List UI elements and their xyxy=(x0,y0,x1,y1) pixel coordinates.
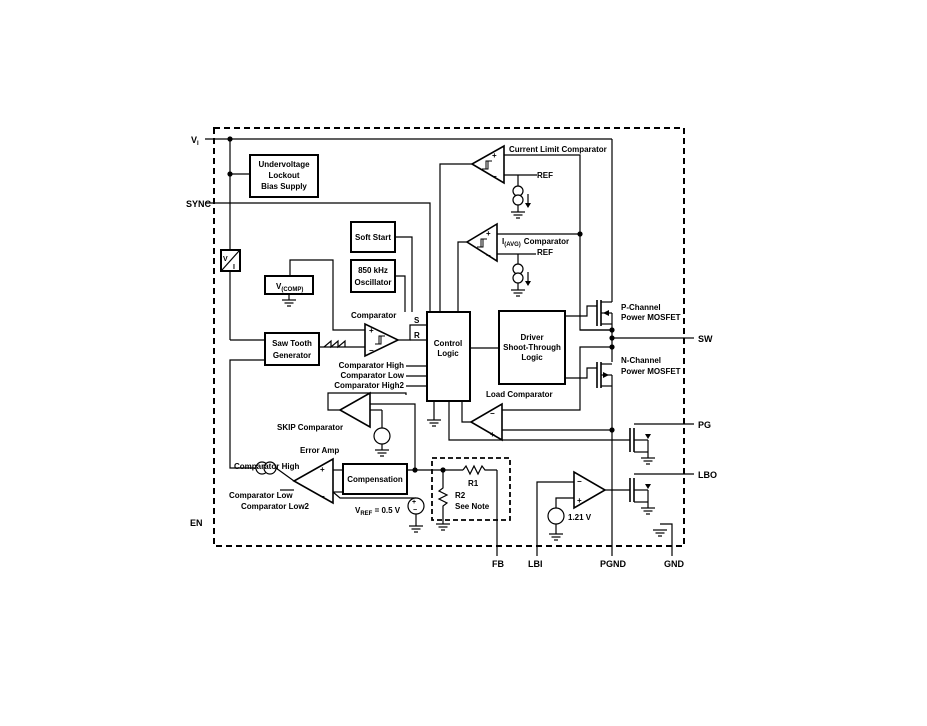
ref1-label: REF xyxy=(537,171,553,180)
ref2-label: REF xyxy=(537,248,553,257)
vref-label: VREF = 0.5 V xyxy=(355,506,401,517)
comparator-inputs xyxy=(406,365,427,387)
pin-pgnd-label: PGND xyxy=(600,559,627,569)
error-amp-label: Error Amp xyxy=(300,446,339,455)
error-amp: + − xyxy=(292,457,334,505)
v121-label: 1.21 V xyxy=(568,513,592,522)
pin-vi-label: VI xyxy=(191,135,199,147)
r2-resistor-icon xyxy=(437,470,449,524)
svg-text:−: − xyxy=(486,251,491,260)
comparator-high-label: Comparator High xyxy=(339,361,404,370)
oscillator-block: 850 kHz Oscillator xyxy=(350,259,396,293)
pin-fb-label: FB xyxy=(492,559,504,569)
pin-pg-label: PG xyxy=(698,420,711,430)
see-note-label: See Note xyxy=(455,502,490,511)
comparator-label: Comparator xyxy=(351,311,396,320)
svg-text:Logic: Logic xyxy=(521,353,543,362)
ea-comparator-low2-label: Comparator Low2 xyxy=(241,502,310,511)
n-mosfet-label: Power MOSFET xyxy=(621,367,681,376)
svg-text:−: − xyxy=(320,492,325,501)
load-comparator-label: Load Comparator xyxy=(486,390,553,399)
svg-text:Undervoltage: Undervoltage xyxy=(258,160,310,169)
current-limit-comparator-label: Current Limit Comparator xyxy=(509,145,607,154)
comparator-low-label: Comparator Low xyxy=(340,371,404,380)
svg-text:+: + xyxy=(486,229,491,238)
pin-lbo-label: LBO xyxy=(698,470,717,480)
pg-mosfet-icon xyxy=(629,423,694,458)
uvlo-block: Undervoltage Lockout Bias Supply xyxy=(249,154,319,198)
vi-rail-wires xyxy=(205,138,613,341)
pin-sw-label: SW xyxy=(698,334,713,344)
vcomp-block: V(COMP) xyxy=(264,275,314,295)
svg-text:Driver: Driver xyxy=(520,333,543,342)
svg-text:−: − xyxy=(492,172,497,181)
svg-text:+: + xyxy=(492,151,497,160)
svg-text:+: + xyxy=(369,326,374,335)
current-limit-comparator: + − xyxy=(470,144,505,185)
pin-gnd-label: GND xyxy=(664,559,685,569)
n-channel-mosfet-icon xyxy=(596,362,613,388)
svg-text:Logic: Logic xyxy=(437,349,459,358)
control-logic-block: Control Logic xyxy=(426,311,471,402)
lbo-mosfet-icon xyxy=(629,473,694,508)
svg-text:Control: Control xyxy=(434,339,462,348)
r2-label: R2 xyxy=(455,491,466,500)
s-input-label: S xyxy=(414,316,420,325)
svg-text:−: − xyxy=(490,409,495,418)
svg-text:V: V xyxy=(223,256,228,263)
svg-text:−: − xyxy=(369,346,374,355)
vi-converter-icon: V I xyxy=(220,249,241,272)
svg-text:850 kHz: 850 kHz xyxy=(358,266,388,275)
svg-text:Oscillator: Oscillator xyxy=(355,278,392,287)
v121-source-icon xyxy=(547,507,565,525)
iavg-label: I(AVG)Comparator xyxy=(502,237,569,248)
current-source-2-icon xyxy=(512,263,524,284)
ea-comparator-low-label: Comparator Low xyxy=(229,491,293,500)
svg-text:Shoot-Through: Shoot-Through xyxy=(503,343,561,352)
skip-comparator xyxy=(338,391,371,429)
pin-lbi-label: LBI xyxy=(528,559,543,569)
pin-en-label: EN xyxy=(190,518,203,528)
svg-text:−: − xyxy=(577,477,582,486)
svg-text:Soft Start: Soft Start xyxy=(355,233,391,242)
comparator-high2-label: Comparator High2 xyxy=(334,381,404,390)
saw-tooth-block: Saw Tooth Generator xyxy=(264,332,320,366)
p-mosfet-label: Power MOSFET xyxy=(621,313,681,322)
svg-text:+: + xyxy=(320,465,325,474)
svg-text:−: − xyxy=(413,507,417,514)
svg-text:Bias Supply: Bias Supply xyxy=(261,182,307,191)
n-channel-label: N-Channel xyxy=(621,356,661,365)
p-channel-label: P-Channel xyxy=(621,303,661,312)
current-source-1-icon xyxy=(512,185,524,206)
driver-block: Driver Shoot-Through Logic xyxy=(498,310,566,385)
iavg-comparator: + − xyxy=(465,222,498,263)
svg-text:Lockout: Lockout xyxy=(268,171,299,180)
ea-comparator-high-label: Comparator High xyxy=(234,462,299,471)
skip-ref-source-icon xyxy=(373,427,391,445)
r1-resistor-icon xyxy=(462,464,497,476)
svg-text:Compensation: Compensation xyxy=(347,475,403,484)
svg-text:+: + xyxy=(490,430,495,439)
compensation-block: Compensation xyxy=(342,463,408,495)
svg-text:I: I xyxy=(233,264,235,271)
load-comparator: − + xyxy=(469,402,503,442)
chip-boundary xyxy=(213,127,685,547)
pwm-comparator: + − xyxy=(364,322,400,358)
sawtooth-waveform-icon xyxy=(323,339,346,349)
svg-text:+: + xyxy=(412,499,416,506)
skip-comparator-label: SKIP Comparator xyxy=(277,423,343,432)
svg-text:+: + xyxy=(577,496,582,505)
pin-sync-label: SYNC xyxy=(186,199,212,209)
svg-text:Generator: Generator xyxy=(273,351,311,360)
lbi-comparator: − + xyxy=(573,470,607,510)
r1-label: R1 xyxy=(468,479,479,488)
soft-start-block: Soft Start xyxy=(350,221,396,253)
external-divider-box xyxy=(431,457,511,521)
svg-text:V(COMP): V(COMP) xyxy=(276,282,303,293)
svg-text:Saw Tooth: Saw Tooth xyxy=(272,339,312,348)
r-input-label: R xyxy=(414,331,420,340)
